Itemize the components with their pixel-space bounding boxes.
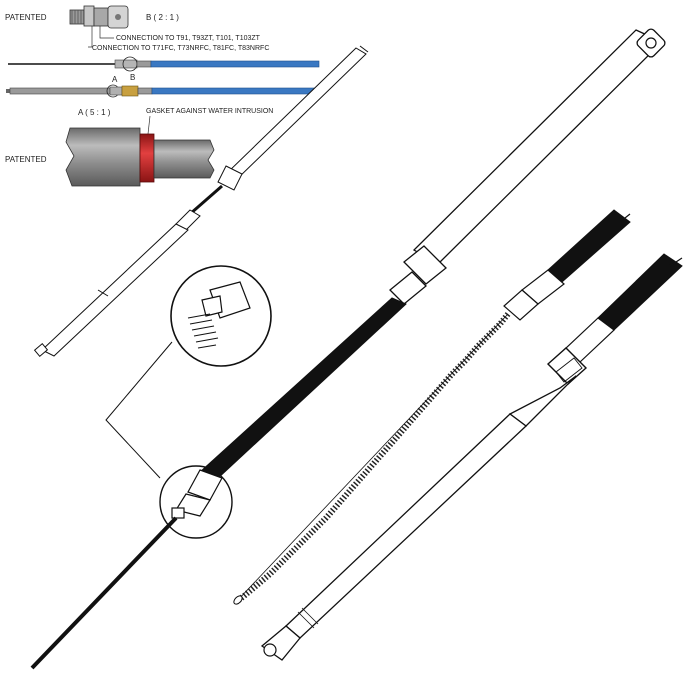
zoom-callout [170, 265, 272, 367]
gasket-detail-a [65, 127, 215, 187]
horizontal-cable-upper [8, 56, 320, 72]
horizontal-cable-lower [6, 84, 321, 98]
patented-label-mid: PATENTED [5, 155, 47, 164]
gasket-label: GASKET AGAINST WATER INTRUSION [146, 108, 273, 115]
marker-b: B [130, 73, 135, 82]
marker-a: A [112, 75, 118, 84]
scale-label-a: A ( 5 : 1 ) [78, 108, 111, 117]
connection-leaders [88, 26, 114, 48]
right-eye-end-cable [260, 253, 683, 661]
gasket-leader [147, 115, 151, 135]
large-diagonal-cable [30, 28, 666, 670]
helical-core-cable [233, 209, 631, 605]
end-fitting-detail-b [69, 5, 129, 29]
connection-label-t91: CONNECTION TO T91, T93ZT, T101, T103ZT [116, 35, 261, 42]
callout-leader [105, 341, 173, 479]
callout-source-circle [159, 465, 233, 539]
patented-label-top: PATENTED [5, 13, 47, 22]
scale-label-b: B ( 2 : 1 ) [146, 13, 179, 22]
connection-label-t71: CONNECTION TO T71FC, T73NRFC, T81FC, T83… [92, 45, 269, 52]
small-diagonal-cable [33, 45, 369, 357]
